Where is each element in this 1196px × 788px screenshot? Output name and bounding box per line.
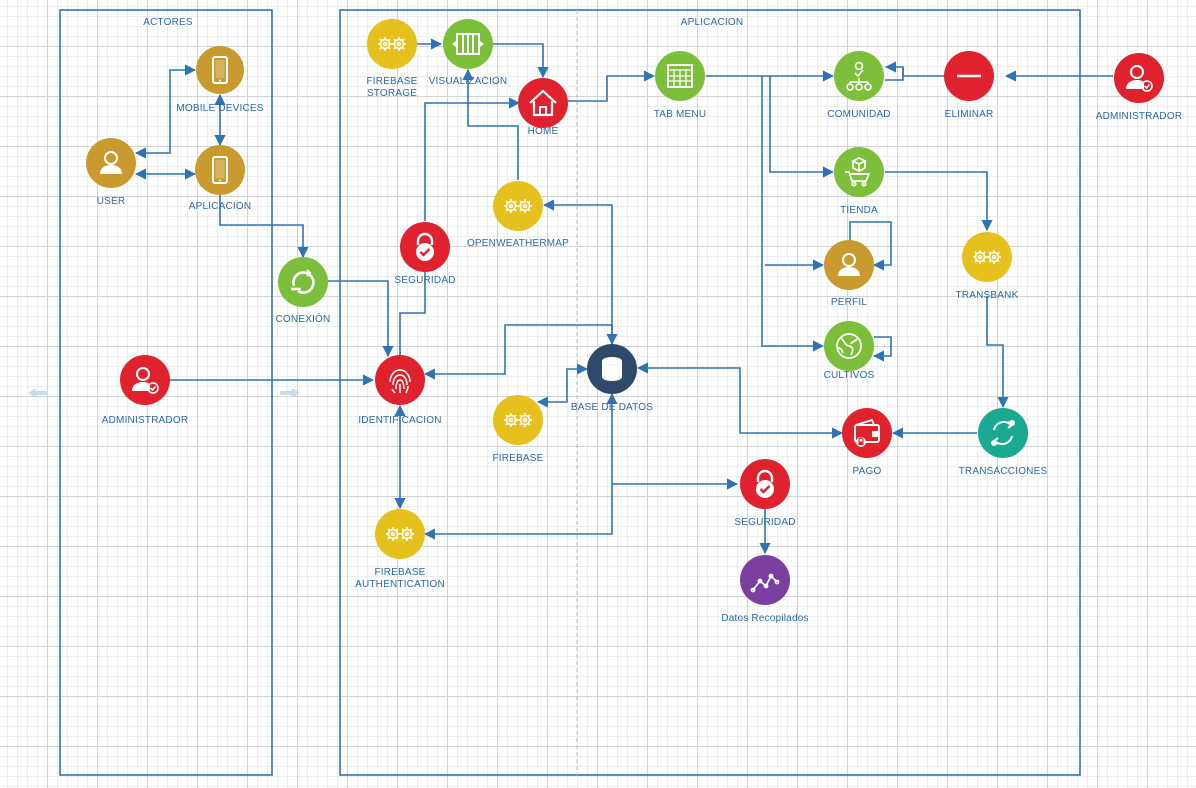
node-label: TIENDA bbox=[840, 205, 878, 216]
node-home[interactable]: HOME bbox=[518, 78, 568, 137]
node-circle bbox=[978, 408, 1028, 458]
node-seguridad-top[interactable]: SEGURIDAD bbox=[394, 222, 455, 286]
node-transbank[interactable]: TRANSBANK bbox=[956, 232, 1019, 301]
edge-openweather-visualizacion bbox=[462, 68, 519, 180]
resize-handles bbox=[28, 388, 300, 398]
node-label: OPENWEATHERMAP bbox=[467, 238, 569, 249]
edge-seguridad-home bbox=[424, 97, 521, 221]
node-label: IDENTIFICACION bbox=[358, 415, 441, 426]
node-layer: MOBILE DEVICES USER APLICACION ADMINISTRADO… bbox=[86, 19, 1182, 624]
edge-eliminar-comunidad bbox=[884, 61, 944, 77]
edge-user-mobile bbox=[134, 64, 197, 159]
columns-icon bbox=[451, 33, 485, 55]
node-label: MOBILE DEVICES bbox=[176, 103, 263, 114]
node-circle bbox=[740, 555, 790, 605]
node-identificacion[interactable]: IDENTIFICACION bbox=[358, 355, 441, 426]
edge-perfil-loop bbox=[849, 221, 892, 271]
node-transacciones[interactable]: TRANSACCIONES bbox=[959, 408, 1048, 477]
database-icon bbox=[602, 357, 622, 381]
node-label: ADMINISTRADOR bbox=[1096, 111, 1183, 122]
node-tienda[interactable]: TIENDA bbox=[834, 147, 884, 216]
actores-container[interactable]: ACTORES bbox=[59, 9, 273, 776]
node-label: ELIMINAR bbox=[945, 109, 994, 120]
edge-tienda-transbank bbox=[885, 171, 993, 232]
node-comunidad[interactable]: COMUNIDAD bbox=[827, 51, 891, 120]
node-label: TAB MENU bbox=[654, 109, 707, 120]
node-label: FIREBASE bbox=[492, 453, 543, 464]
actores-title: ACTORES bbox=[143, 17, 193, 28]
aplicacion-title: APLICACION bbox=[681, 17, 744, 28]
node-label: USER bbox=[97, 196, 126, 207]
edge-openweather-db bbox=[542, 199, 618, 346]
node-circle bbox=[278, 257, 328, 307]
edge-db-identificacion bbox=[423, 324, 613, 380]
node-circle bbox=[842, 408, 892, 458]
node-conexion[interactable]: CONEXIÓN bbox=[276, 257, 331, 325]
edge-db-pago bbox=[636, 362, 844, 439]
node-datos-recopilados[interactable]: Datos Recopilados bbox=[721, 555, 808, 624]
node-label: SEGURIDAD bbox=[734, 517, 795, 528]
node-label: PERFIL bbox=[831, 297, 867, 308]
node-base-de-datos[interactable]: BASE DE DATOS bbox=[571, 344, 653, 413]
edge-aplicacion-conexion bbox=[219, 195, 309, 259]
node-seguridad-bottom[interactable]: SEGURIDAD bbox=[734, 459, 795, 528]
connectors bbox=[134, 38, 1113, 555]
edge-tabmenu-tienda bbox=[769, 76, 835, 178]
node-cultivos[interactable]: CULTIVOS bbox=[824, 321, 875, 381]
node-label: APLICACION bbox=[189, 201, 252, 212]
edge-visualizacion-home bbox=[493, 43, 549, 79]
node-mobile-devices[interactable]: MOBILE DEVICES bbox=[176, 46, 264, 114]
node-label: VISUALIZACION bbox=[429, 76, 508, 87]
node-user[interactable]: USER bbox=[86, 138, 136, 207]
edge-home-tabmenu bbox=[568, 70, 656, 102]
node-eliminar[interactable]: ELIMINAR bbox=[944, 51, 994, 120]
node-label: CULTIVOS bbox=[824, 370, 875, 381]
edge-db-firebase bbox=[536, 363, 589, 408]
node-label: PAGO bbox=[853, 466, 882, 477]
node-label: SEGURIDAD bbox=[394, 275, 455, 286]
node-administrador-right[interactable]: ADMINISTRADOR bbox=[1096, 53, 1183, 122]
node-tab-menu[interactable]: TAB MENU bbox=[654, 51, 707, 120]
node-label: ADMINISTRADOR bbox=[102, 415, 189, 426]
node-label: HOME bbox=[528, 126, 559, 137]
node-visualizacion[interactable]: VISUALIZACION bbox=[429, 19, 508, 87]
node-label: CONEXIÓN bbox=[276, 312, 331, 325]
node-label: TRANSBANK bbox=[956, 290, 1019, 301]
edge-cultivos-loop bbox=[872, 336, 892, 362]
edge-tabmenu-cultivos bbox=[761, 76, 825, 352]
node-administrador-left[interactable]: ADMINISTRADOR bbox=[102, 355, 189, 426]
node-label: Datos Recopilados bbox=[721, 613, 808, 624]
node-label: TRANSACCIONES bbox=[959, 466, 1048, 477]
edge-comunidad-loop bbox=[885, 68, 904, 81]
edge-conexion-identificacion bbox=[328, 280, 394, 358]
edge-db-auth bbox=[423, 392, 618, 540]
node-perfil[interactable]: PERFIL bbox=[824, 240, 874, 308]
node-circle bbox=[518, 78, 568, 128]
node-label: COMUNIDAD bbox=[827, 109, 890, 120]
aplicacion-container[interactable]: APLICACION bbox=[339, 9, 1081, 776]
node-pago[interactable]: PAGO bbox=[842, 408, 892, 477]
node-firebase[interactable]: FIREBASE bbox=[492, 395, 543, 464]
node-label: BASE DE DATOS bbox=[571, 402, 653, 413]
edge-transbank-transacciones bbox=[986, 296, 1009, 409]
node-openweathermap[interactable]: OPENWEATHERMAP bbox=[467, 181, 569, 249]
edge-seguridad-identificacion bbox=[399, 272, 426, 356]
node-aplicacion-actor[interactable]: APLICACION bbox=[189, 145, 252, 212]
node-circle bbox=[834, 147, 884, 197]
